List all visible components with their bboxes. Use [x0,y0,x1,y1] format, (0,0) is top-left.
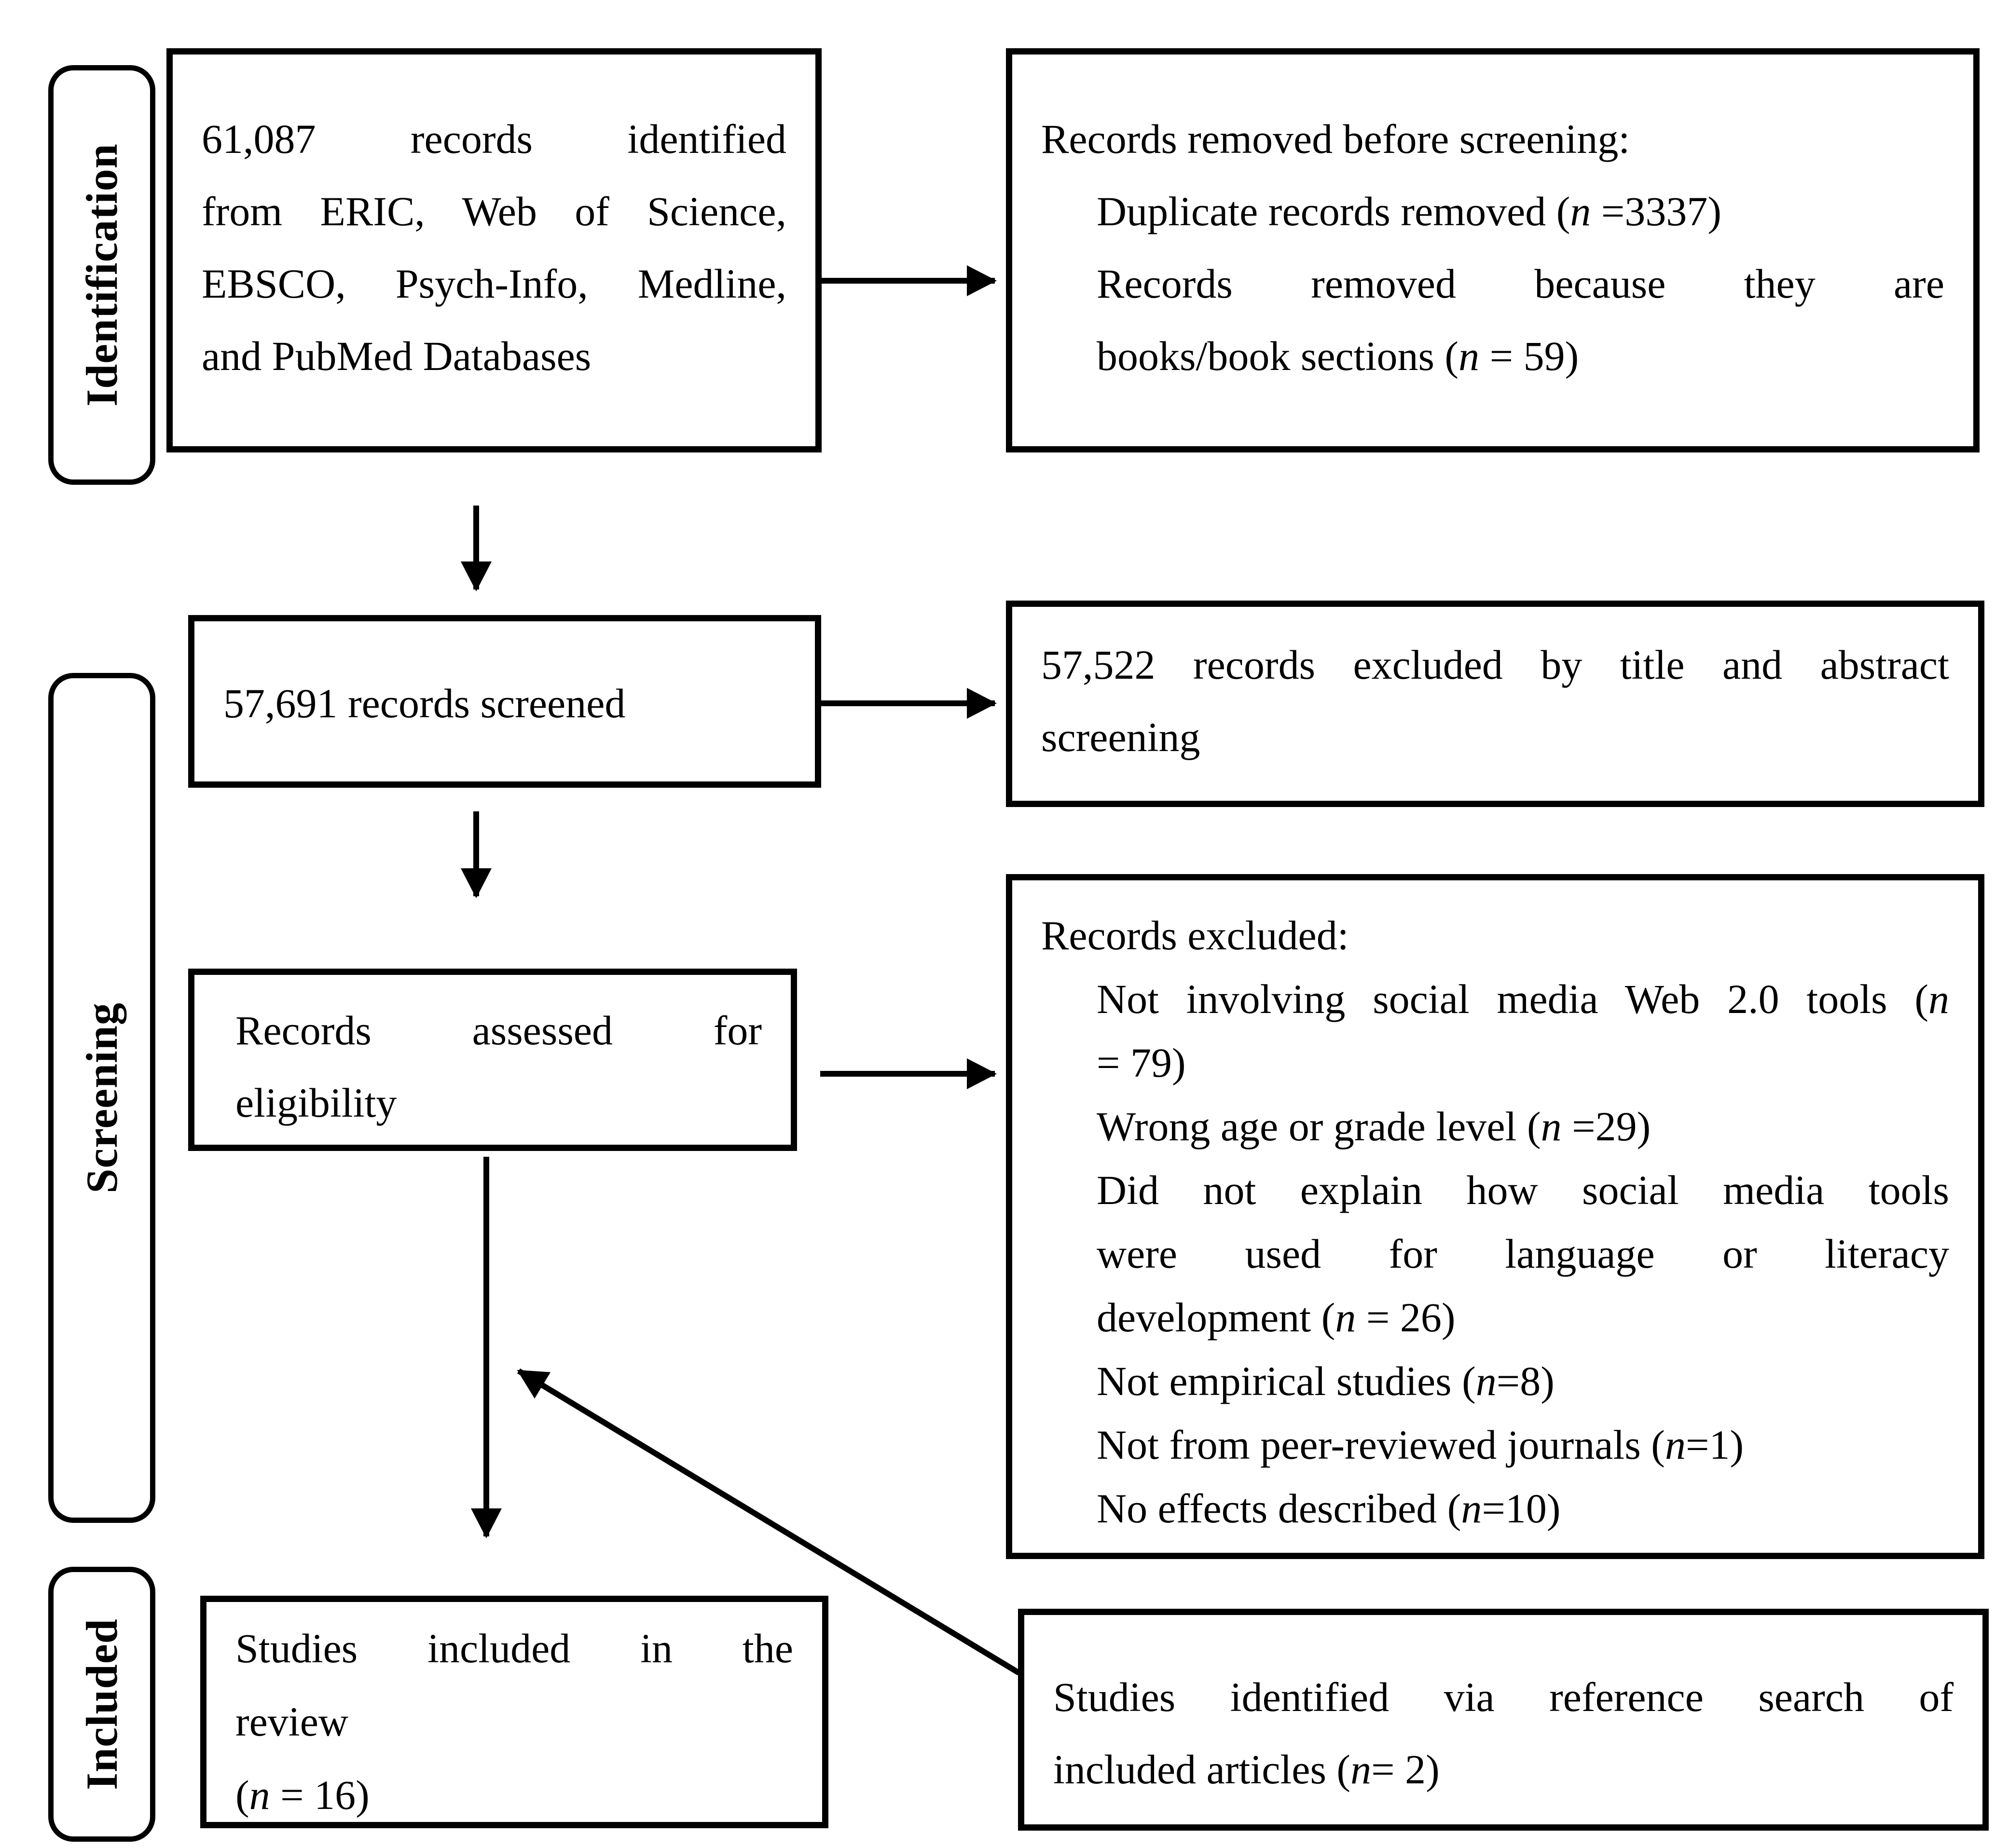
text-line: 61,087 records identified [202,116,786,162]
box-records-removed-before-screening: Records removed before screening: Duplic… [1006,48,1980,452]
stage-identification-label: Identification [77,143,126,407]
text-line: = 79) [1097,1040,1186,1086]
box-records-excluded-title-abstract: 57,522 records excluded by title and abs… [1006,601,1984,807]
text-line: Duplicate records removed (n =3337) [1097,188,1722,234]
text-line: 57,691 records screened [223,680,626,726]
box-records-screened: 57,691 records screened [188,615,821,788]
text-line: Did not explain how social media tools [1097,1167,1949,1213]
text-line: Records assessed for [235,1007,762,1054]
stage-included: Included [48,1567,155,1842]
text-line: EBSCO, Psych-Info, Medline, [202,260,786,307]
text-line: were used for language or literacy [1097,1231,1949,1277]
text-line: (n = 16) [235,1772,370,1818]
text-line: Studies included in the [235,1625,793,1671]
text-line: Studies identified via reference search … [1053,1674,1954,1720]
text-line: review [235,1698,348,1745]
text-line: Records excluded: [1041,912,1349,958]
box-studies-included: Studies included in the review (n = 16) [200,1596,828,1828]
text-line: Not from peer-reviewed journals (n=1) [1097,1422,1744,1468]
text-line: Records removed before screening: [1041,116,1630,162]
box-records-identified: 61,087 records identified from ERIC, Web… [166,48,822,452]
box-records-excluded-reasons: Records excluded: Not involving social m… [1006,874,1984,1559]
text-line: 57,522 records excluded by title and abs… [1041,642,1949,688]
text-line: Records removed because they are [1097,260,1944,307]
stage-screening: Screening [48,673,155,1523]
text-line: No effects described (n=10) [1097,1485,1561,1532]
stage-identification: Identification [48,65,155,485]
text-line: Not empirical studies (n=8) [1097,1358,1555,1404]
box-records-assessed-eligibility: Records assessed for eligibility [188,969,797,1151]
text-line: development (n = 26) [1097,1294,1456,1341]
text-line: and PubMed Databases [202,333,592,379]
text-line: Wrong age or grade level (n =29) [1097,1103,1651,1150]
text-line: books/book sections (n = 59) [1097,333,1579,379]
text-line: from ERIC, Web of Science, [202,188,786,234]
box-studies-reference-search: Studies identified via reference search … [1018,1609,1989,1831]
text-line: included articles (n= 2) [1053,1746,1440,1793]
text-line: eligibility [235,1080,397,1126]
stage-included-label: Included [77,1618,127,1790]
text-line: screening [1041,714,1200,760]
text-line: Not involving social media Web 2.0 tools… [1097,976,1949,1022]
stage-screening-label: Screening [77,1002,127,1193]
